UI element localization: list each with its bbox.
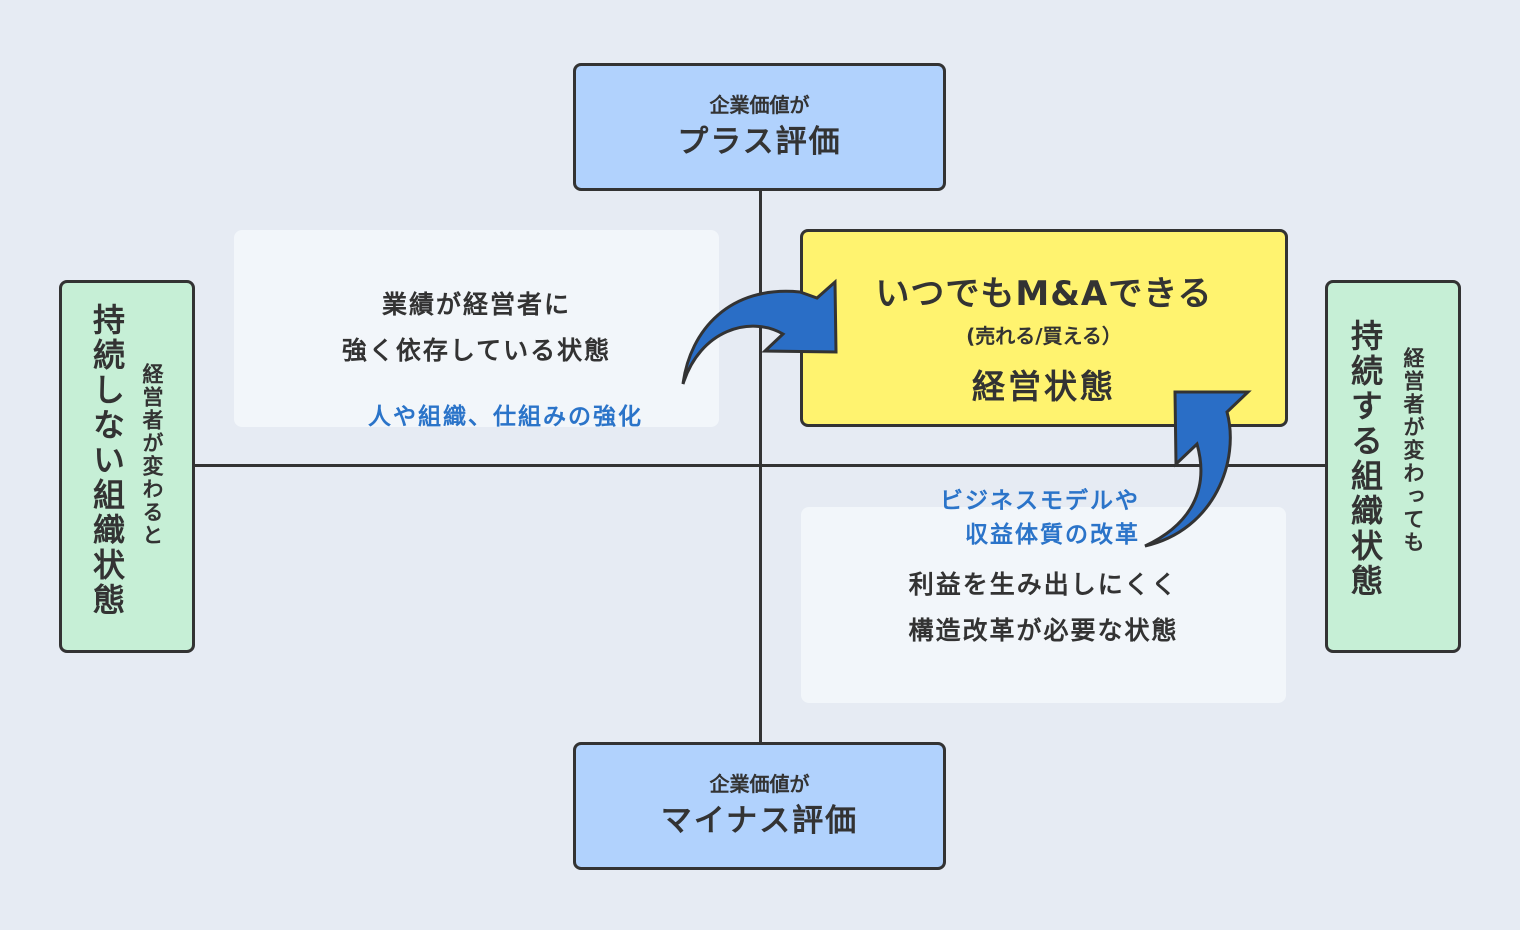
action-label-reform: ビジネスモデルや 収益体質の改革	[912, 484, 1140, 552]
horizontal-axis	[194, 464, 1328, 467]
goal-line2: (売れる/買える）	[966, 324, 1122, 348]
goal-line1: いつでもM&Aできる	[875, 274, 1213, 314]
right-box-sub-label: 経営者が変わっても	[1401, 347, 1425, 554]
action-reform-line1: ビジネスモデルや	[940, 488, 1140, 514]
panel-tl-line2: 強く依存している状態	[341, 336, 612, 365]
plus-box-big-label: プラス評価	[677, 124, 842, 160]
plus-box-small-label: 企業価値が	[709, 93, 810, 117]
minus-box-small-label: 企業価値が	[709, 772, 810, 796]
action-label-strengthen: 人や組織、仕組みの強化	[368, 404, 643, 430]
sustainable-org-box: 持続する組織状態 経営者が変わっても	[1325, 280, 1461, 653]
minus-valuation-box: 企業価値が マイナス評価	[573, 742, 946, 870]
vertical-axis	[759, 190, 762, 745]
goal-state-box: いつでもM&Aできる (売れる/買える） 経営状態	[800, 229, 1288, 427]
panel-br-line1: 利益を生み出しにくく	[908, 570, 1179, 599]
goal-line3: 経営状態	[972, 367, 1116, 406]
left-box-sub-label: 経営者が変わると	[140, 363, 164, 547]
plus-valuation-box: 企業価値が プラス評価	[573, 63, 946, 191]
left-box-main-label: 持続しない組織状態	[88, 303, 126, 618]
quadrant-top-left-panel: 業績が経営者に 強く依存している状態	[234, 230, 719, 427]
panel-tl-line1: 業績が経営者に	[381, 290, 571, 319]
panel-br-line2: 構造改革が必要な状態	[908, 616, 1179, 645]
unsustainable-org-box: 持続しない組織状態 経営者が変わると	[59, 280, 195, 653]
action-reform-line2: 収益体質の改革	[965, 522, 1140, 548]
minus-box-big-label: マイナス評価	[660, 803, 859, 839]
right-box-main-label: 持続する組織状態	[1346, 319, 1384, 599]
